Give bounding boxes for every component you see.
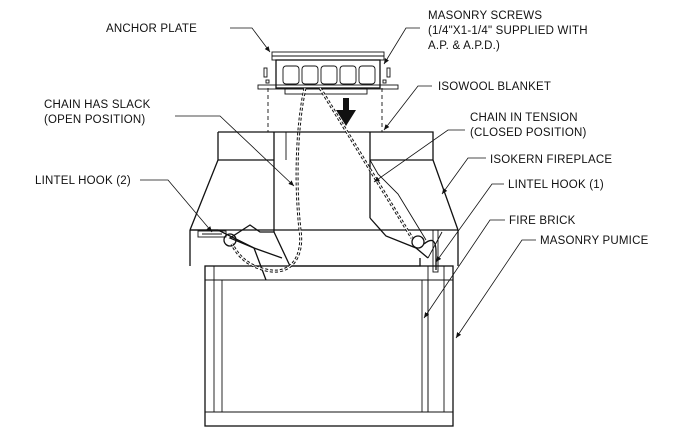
label-masonry-screws-1: MASONRY SCREWS	[428, 10, 542, 22]
lintel-hook-2	[197, 230, 237, 247]
fire-brick-lining	[221, 266, 429, 413]
leader-lines	[140, 27, 536, 339]
label-anchor-plate: ANCHOR PLATE	[106, 23, 197, 35]
label-masonry-pumice: MASONRY PUMICE	[540, 235, 649, 247]
label-masonry-screws-3: A.P. & A.P.D.)	[428, 40, 500, 52]
chain-slack	[230, 87, 307, 273]
label-lintel-hook-2: LINTEL HOOK (2)	[35, 175, 131, 187]
masonry-screws	[263, 67, 391, 84]
masonry-pumice-base	[189, 230, 459, 427]
label-isokern-fireplace: ISOKERN FIREPLACE	[490, 154, 612, 166]
down-arrow-icon	[336, 98, 356, 126]
label-chain-tension-1: CHAIN IN TENSION	[470, 112, 578, 124]
lintel-hook-1	[411, 229, 439, 273]
label-chain-tension-2: (CLOSED POSITION)	[470, 127, 587, 139]
isowool-dashed-lines	[267, 88, 383, 132]
label-lintel-hook-1: LINTEL HOOK (1)	[508, 179, 604, 191]
label-fire-brick: FIRE BRICK	[509, 215, 576, 227]
label-chain-slack-2: (OPEN POSITION)	[44, 114, 145, 126]
label-chain-slack-1: CHAIN HAS SLACK	[44, 99, 151, 111]
chain-tension	[318, 87, 414, 239]
anchor-plate	[257, 51, 399, 95]
label-isowool-blanket: ISOWOOL BLANKET	[438, 81, 551, 93]
isokern-fireplace-body	[189, 131, 459, 281]
label-masonry-screws-2: (1/4"X1-1/4" SUPPLIED WITH	[428, 25, 588, 37]
